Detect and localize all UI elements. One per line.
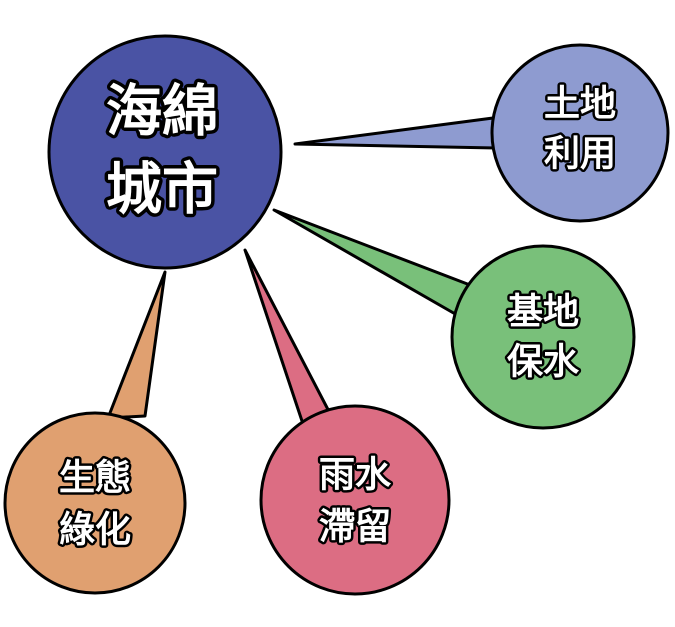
node-sponge-city: 海綿 城市 [47, 34, 283, 270]
rain-detention-label-line2: 滯留 [319, 507, 391, 548]
eco-greening-label-line1: 生態 [59, 458, 131, 499]
sponge-city-bubble [47, 34, 283, 270]
node-eco-greening: 生態 綠化 [3, 270, 187, 595]
rain-detention-pointer [243, 248, 337, 432]
node-land-use: 土地 利用 [293, 43, 670, 223]
rain-detention-bubble [259, 404, 451, 596]
site-retention-label-line2: 保水 [507, 342, 580, 383]
site-retention-bubble [450, 244, 636, 430]
site-retention-label-line1: 基地 [507, 292, 579, 333]
land-use-bubble [490, 43, 670, 223]
land-use-label-line2: 利用 [544, 134, 616, 175]
eco-greening-bubble [3, 411, 187, 595]
eco-greening-label-line2: 綠化 [59, 510, 131, 551]
node-site-retention: 基地 保水 [272, 208, 636, 430]
land-use-label-line1: 土地 [544, 84, 616, 125]
land-use-pointer [293, 116, 498, 150]
node-rain-detention: 雨水 滯留 [243, 248, 451, 596]
rain-detention-label-line1: 雨水 [319, 455, 392, 496]
sponge-city-label-line2: 城市 [106, 158, 218, 223]
eco-greening-pointer [106, 270, 167, 420]
sponge-city-label-line1: 海綿 [106, 80, 218, 145]
site-retention-pointer [272, 208, 472, 317]
